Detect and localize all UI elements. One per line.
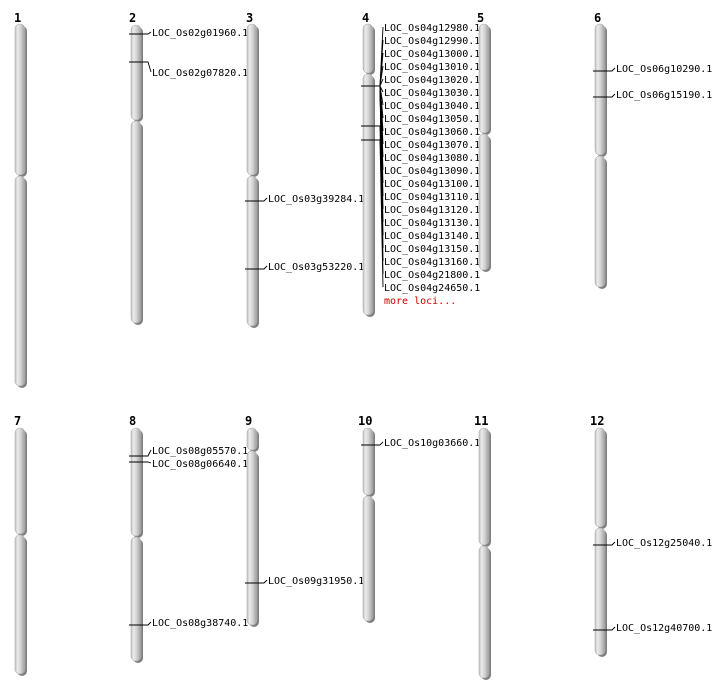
locus-label[interactable]: LOC_Os04g13030.1: [384, 88, 480, 99]
locus-label[interactable]: LOC_Os08g06640.1: [152, 459, 248, 470]
locus-label[interactable]: LOC_Os04g13120.1: [384, 205, 480, 216]
locus-label[interactable]: LOC_Os04g13050.1: [384, 114, 480, 125]
locus-label[interactable]: LOC_Os04g13010.1: [384, 62, 480, 73]
locus-connector: [143, 61, 152, 73]
locus-connector: [607, 541, 616, 546]
locus-connector: [143, 461, 152, 464]
locus-label[interactable]: LOC_Os04g12980.1: [384, 23, 480, 34]
locus-connector: [143, 31, 152, 35]
locus-connector: [259, 197, 268, 202]
locus-label[interactable]: LOC_Os04g13000.1: [384, 49, 480, 60]
locus-label[interactable]: LOC_Os10g03660.1: [384, 438, 480, 449]
locus-label[interactable]: LOC_Os04g13130.1: [384, 218, 480, 229]
chromosome-arm: [362, 23, 374, 74]
locus-label[interactable]: LOC_Os04g13040.1: [384, 101, 480, 112]
chromosome-arm: [362, 427, 374, 496]
locus-label[interactable]: LOC_Os04g13060.1: [384, 127, 480, 138]
locus-label[interactable]: LOC_Os04g13110.1: [384, 192, 480, 203]
chromosome-arm: [130, 120, 142, 324]
locus-connector: [259, 265, 268, 270]
chromosome-arm: [362, 495, 374, 622]
chromosome-arm: [246, 175, 258, 327]
more-loci-link[interactable]: more loci...: [384, 296, 456, 307]
locus-label[interactable]: LOC_Os04g13020.1: [384, 75, 480, 86]
locus-label[interactable]: LOC_Os04g13150.1: [384, 244, 480, 255]
locus-connector: [375, 78, 384, 87]
locus-connector: [607, 93, 616, 98]
chromosome-number-label: 4: [362, 11, 369, 25]
locus-connector: [375, 441, 384, 446]
chromosome-arm: [594, 155, 606, 288]
chromosome-number-label: 10: [358, 414, 372, 428]
locus-label[interactable]: LOC_Os04g24650.1: [384, 283, 480, 294]
locus-connector: [143, 621, 152, 626]
chromosome-number-label: 12: [590, 414, 604, 428]
locus-label[interactable]: LOC_Os08g38740.1: [152, 618, 248, 629]
chromosome-number-label: 1: [14, 11, 21, 25]
locus-label[interactable]: LOC_Os06g10290.1: [616, 64, 712, 75]
chromosome-number-label: 3: [246, 11, 253, 25]
chromosome-arm: [14, 23, 26, 176]
chromosome-arm: [246, 427, 258, 451]
locus-connector: [375, 139, 384, 288]
locus-label[interactable]: LOC_Os08g05570.1: [152, 446, 248, 457]
locus-label[interactable]: LOC_Os04g13160.1: [384, 257, 480, 268]
locus-connector: [259, 579, 268, 584]
chromosome-number-label: 2: [129, 11, 136, 25]
locus-connector: [143, 449, 152, 457]
chromosome-arm: [130, 24, 142, 121]
chromosome-arm: [246, 450, 258, 626]
chromosome-number-label: 9: [245, 414, 252, 428]
locus-label[interactable]: LOC_Os04g13140.1: [384, 231, 480, 242]
chromosome-arm: [130, 427, 142, 537]
chromosome-arm: [246, 23, 258, 176]
chromosome-number-label: 7: [14, 414, 21, 428]
chromosome-arm: [594, 427, 606, 528]
locus-label[interactable]: LOC_Os02g07820.1: [152, 68, 248, 79]
chromosome-arm: [478, 23, 490, 134]
chromosome-number-label: 11: [474, 414, 488, 428]
chromosome-arm: [478, 133, 490, 271]
locus-label[interactable]: LOC_Os04g21800.1: [384, 270, 480, 281]
locus-connector: [375, 85, 384, 93]
chromosome-arm: [362, 73, 374, 316]
chromosome-arm: [478, 427, 490, 546]
locus-label[interactable]: LOC_Os04g13090.1: [384, 166, 480, 177]
chromosome-number-label: 6: [594, 11, 601, 25]
chromosome-arm: [14, 534, 26, 675]
locus-label[interactable]: LOC_Os12g25040.1: [616, 538, 712, 549]
chromosome-arm: [14, 175, 26, 387]
locus-label[interactable]: LOC_Os04g13070.1: [384, 140, 480, 151]
locus-label[interactable]: LOC_Os02g01960.1: [152, 28, 248, 39]
locus-label[interactable]: LOC_Os04g12990.1: [384, 36, 480, 47]
locus-label[interactable]: LOC_Os09g31950.1: [268, 576, 364, 587]
chromosome-arm: [130, 536, 142, 662]
locus-label[interactable]: LOC_Os06g15190.1: [616, 90, 712, 101]
locus-connector: [607, 626, 616, 631]
chromosome-arm: [14, 427, 26, 535]
locus-label[interactable]: LOC_Os12g40700.1: [616, 623, 712, 634]
locus-connector: [607, 67, 616, 72]
locus-label[interactable]: LOC_Os04g13100.1: [384, 179, 480, 190]
chromosome-arm: [594, 23, 606, 156]
chromosome-number-label: 8: [129, 414, 136, 428]
chromosome-arm: [594, 527, 606, 656]
locus-label[interactable]: LOC_Os03g39284.1: [268, 194, 364, 205]
locus-label[interactable]: LOC_Os03g53220.1: [268, 262, 364, 273]
locus-label[interactable]: LOC_Os04g13080.1: [384, 153, 480, 164]
chromosome-arm: [478, 545, 490, 679]
chromosome-number-label: 5: [477, 11, 484, 25]
